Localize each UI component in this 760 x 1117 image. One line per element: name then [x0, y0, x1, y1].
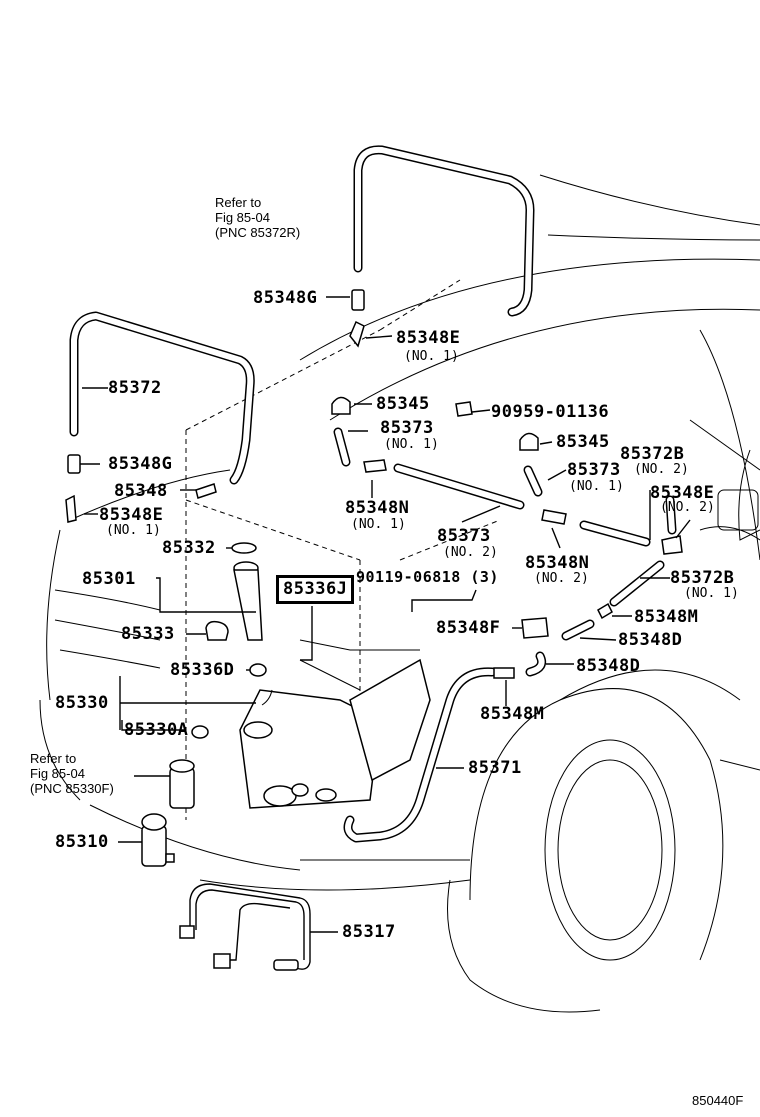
label-85332: 85332 [162, 538, 216, 558]
hose-85371 [343, 619, 595, 843]
hose-hood-top [353, 145, 535, 317]
label-85373-c: 85373 [437, 526, 491, 546]
label-85348M-right: 85348M [634, 607, 699, 627]
label-90119-06818: 90119-06818 (3) [356, 568, 499, 586]
label-85348E-left-sub: (NO. 1) [106, 523, 161, 538]
refer-note-left: Refer to Fig 85-04 (PNC 85330F) [30, 751, 114, 797]
label-85333: 85333 [121, 624, 175, 644]
label-85345-a: 85345 [376, 394, 430, 414]
label-85348N-b: 85348N [525, 553, 590, 573]
label-85371: 85371 [468, 758, 522, 778]
label-85348M-low: 85348M [480, 704, 545, 724]
leader-lines [80, 296, 691, 933]
label-85301: 85301 [82, 569, 136, 589]
label-85336D: 85336D [170, 660, 235, 680]
label-85348E-left: 85348E [99, 505, 164, 525]
label-85348: 85348 [114, 481, 168, 501]
washer-pumps [141, 759, 195, 867]
label-85373-b-sub: (NO. 1) [569, 479, 624, 494]
vehicle-body-outline [39, 174, 760, 1013]
label-85372B-right-sub: (NO. 1) [684, 586, 739, 601]
filler-neck [191, 542, 267, 739]
label-85348F: 85348F [436, 618, 501, 638]
connectors [65, 289, 683, 679]
label-85348G-left: 85348G [108, 454, 173, 474]
dashed-guides [185, 279, 501, 820]
washer-nozzles [331, 396, 539, 451]
label-85330A: 85330A [124, 720, 189, 740]
label-85348G-top: 85348G [253, 288, 318, 308]
hose-85373-no2 [393, 463, 677, 607]
label-85348D-a: 85348D [618, 630, 683, 650]
label-85348D-b: 85348D [576, 656, 641, 676]
refer-note-left-line2: Fig 85-04 [30, 765, 85, 781]
label-85310: 85310 [55, 832, 109, 852]
refer-note-top-line3: (PNC 85372R) [215, 224, 301, 240]
label-85372: 85372 [108, 378, 162, 398]
refer-note-top: Refer to Fig 85-04 (PNC 85372R) [215, 195, 301, 241]
label-85348N-a: 85348N [345, 498, 410, 518]
label-85373-a-sub: (NO. 1) [384, 437, 439, 452]
hose-85372 [69, 311, 255, 485]
washer-reservoir [239, 639, 431, 809]
refer-note-left-line3: (PNC 85330F) [30, 780, 114, 796]
label-85372B-top-sub: (NO. 2) [634, 462, 689, 477]
label-85348N-a-sub: (NO. 1) [351, 517, 406, 532]
label-85348E-top: 85348E [396, 328, 461, 348]
refer-note-top-line1: Refer to [215, 195, 262, 210]
label-85372B-right: 85372B [670, 568, 735, 588]
label-90959-01136: 90959-01136 [491, 402, 610, 422]
wire-harness [179, 883, 311, 971]
label-85348N-b-sub: (NO. 2) [534, 571, 589, 586]
label-85372B-top: 85372B [620, 444, 685, 464]
refer-note-left-line1: Refer to [30, 751, 77, 766]
label-85373-b: 85373 [567, 460, 621, 480]
label-85348E-right-sub: (NO. 2) [660, 500, 715, 515]
label-85330: 85330 [55, 693, 109, 713]
refer-note-top-line2: Fig 85-04 [215, 209, 270, 225]
label-85345-b: 85345 [556, 432, 610, 452]
label-85348E-top-sub: (NO. 1) [404, 349, 459, 364]
figure-code: 850440F [692, 1093, 744, 1108]
label-85373-a: 85373 [380, 418, 434, 438]
label-85336J-highlighted: 85336J [276, 575, 355, 604]
label-85348E-right: 85348E [650, 483, 715, 503]
label-85317: 85317 [342, 922, 396, 942]
label-85373-c-sub: (NO. 2) [443, 545, 498, 560]
